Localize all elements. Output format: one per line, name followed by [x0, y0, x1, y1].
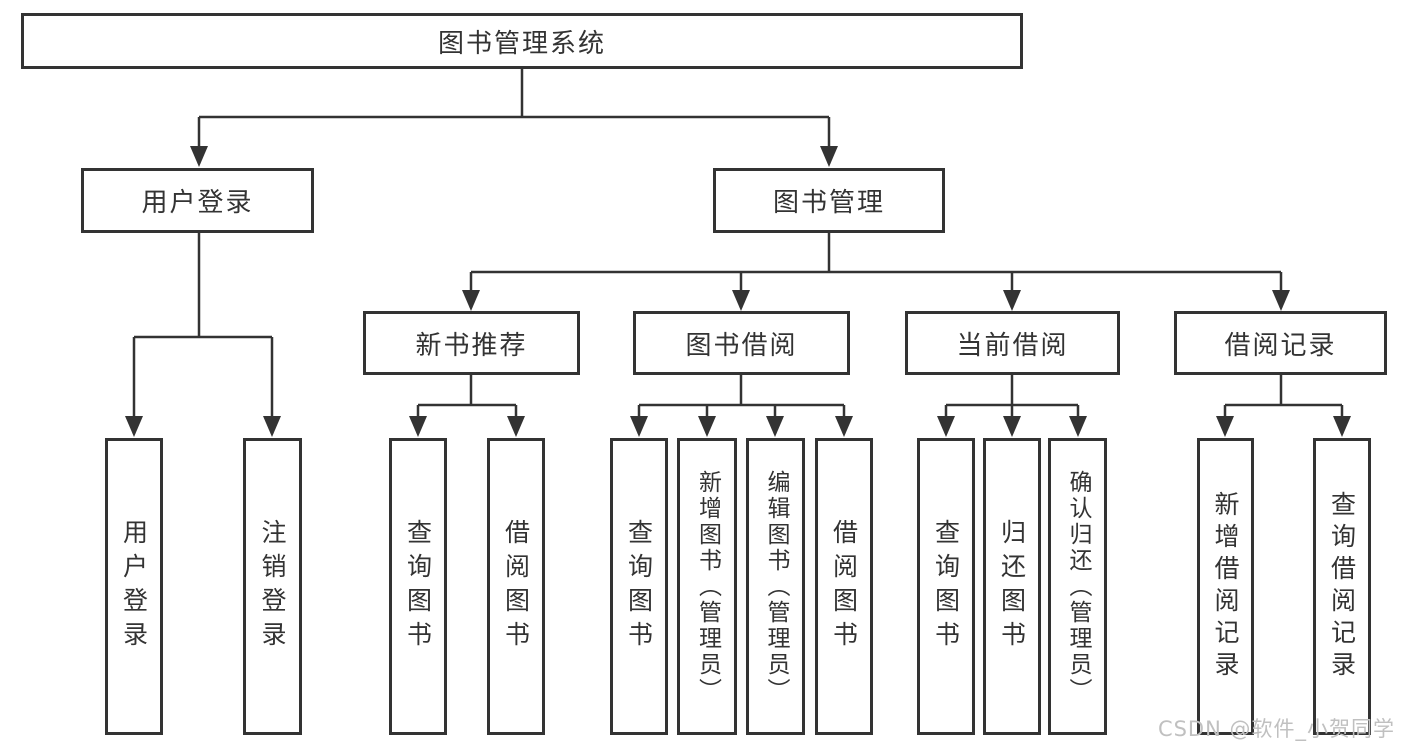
leaf-label: 借阅图书 [829, 518, 859, 655]
connector-book-borrow [637, 375, 846, 434]
leaf-label: 用户登录 [119, 518, 149, 655]
leaf-return-books: 归还图书 [983, 438, 1041, 735]
arrowhead [820, 146, 838, 167]
connector-new-book-recommend [416, 375, 518, 434]
arrowhead [835, 416, 853, 437]
arrowhead [1272, 290, 1290, 311]
leaf-query-borrow-record: 查询借阅记录 [1313, 438, 1371, 735]
node-label: 图书借阅 [685, 330, 798, 361]
leaf-label: 查询借阅记录 [1327, 490, 1357, 683]
leaf-add-borrow-record: 新增借阅记录 [1197, 438, 1254, 735]
leaf-user-login: 用户登录 [105, 438, 163, 735]
node-label: 当前借阅 [956, 330, 1069, 361]
node-label: 图书管理系统 [437, 28, 606, 59]
leaf-confirm-return-admin: 确认归还（管理员） [1048, 438, 1107, 735]
arrowhead [1003, 290, 1021, 311]
node-label: 用户登录 [141, 188, 254, 218]
leaf-label: 编辑图书（管理员） [763, 469, 789, 704]
arrowhead [125, 416, 143, 437]
arrowhead [1216, 416, 1234, 437]
node-new-book-recommend: 新书推荐 [363, 311, 580, 375]
arrowhead [263, 416, 281, 437]
node-label: 新书推荐 [415, 330, 528, 361]
leaf-add-books-admin: 新增图书（管理员） [677, 438, 737, 735]
arrowhead [1003, 416, 1021, 437]
leaf-label: 查询图书 [931, 518, 961, 655]
node-user-login: 用户登录 [81, 168, 314, 233]
arrowhead [507, 416, 525, 437]
connector-book-management [469, 233, 1283, 308]
leaf-label: 确认归还（管理员） [1065, 469, 1091, 704]
arrowhead [732, 290, 750, 311]
leaf-query-books-current: 查询图书 [917, 438, 975, 735]
arrowhead [462, 290, 480, 311]
arrowhead [630, 416, 648, 437]
leaf-query-books-recommend: 查询图书 [389, 438, 447, 735]
watermark: CSDN @软件_小贺同学 [1157, 717, 1395, 741]
connector-current-borrow [944, 375, 1080, 434]
leaf-label: 新增图书（管理员） [694, 469, 721, 704]
leaf-label: 查询图书 [624, 518, 654, 655]
arrowhead [937, 416, 955, 437]
leaf-label: 新增借阅记录 [1211, 490, 1240, 683]
connector-root [197, 69, 831, 164]
leaf-edit-books-admin: 编辑图书（管理员） [746, 438, 805, 735]
leaf-label: 查询图书 [403, 518, 433, 655]
connector-user-login [132, 233, 274, 434]
leaf-label: 归还图书 [997, 518, 1027, 655]
arrowhead [1333, 416, 1351, 437]
node-library-management-system: 图书管理系统 [21, 13, 1023, 69]
connector-borrow-records [1223, 375, 1344, 434]
node-label: 借阅记录 [1224, 330, 1337, 361]
node-book-management: 图书管理 [713, 168, 945, 233]
leaf-label: 注销登录 [258, 518, 287, 655]
node-book-borrow: 图书借阅 [633, 311, 850, 375]
node-current-borrow: 当前借阅 [905, 311, 1120, 375]
leaf-query-books-borrow: 查询图书 [610, 438, 668, 735]
arrowhead [190, 146, 208, 167]
arrowhead [698, 416, 716, 437]
leaf-label: 借阅图书 [501, 518, 531, 655]
arrowhead [766, 416, 784, 437]
leaf-borrow-books: 借阅图书 [815, 438, 873, 735]
node-label: 图书管理 [772, 188, 885, 218]
node-borrow-records: 借阅记录 [1174, 311, 1387, 375]
arrowhead [409, 416, 427, 437]
arrowhead [1069, 416, 1087, 437]
leaf-logout: 注销登录 [243, 438, 302, 735]
leaf-borrow-books-recommend: 借阅图书 [487, 438, 545, 735]
